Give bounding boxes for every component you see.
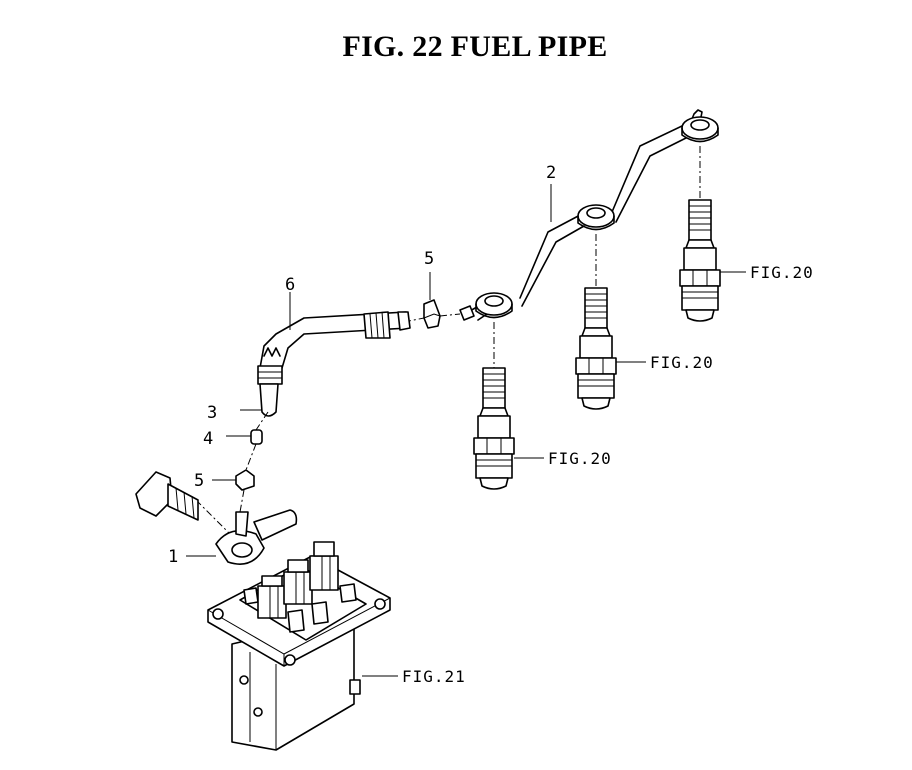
banjo-eye-right [681, 116, 719, 143]
injection-pump [207, 541, 398, 751]
nozzle-holder-middle: FIG.20 [575, 287, 714, 410]
callout-5-upper: 5 [424, 249, 434, 269]
fuel-pipe-assembly [459, 109, 719, 321]
sleeve [226, 429, 263, 445]
nozzle-holder-right: FIG.20 [679, 199, 814, 322]
banjo-eye-left [475, 292, 513, 319]
clip-lower [212, 469, 255, 491]
callout-2: 2 [546, 163, 556, 183]
clip-upper [423, 272, 441, 329]
callout-1: 1 [168, 547, 178, 567]
leak-off-pipe [257, 292, 411, 385]
nozzle-holder-left: FIG.20 [473, 367, 612, 490]
ref-nozzle-middle: FIG.20 [650, 353, 714, 372]
hose [240, 383, 279, 417]
ref-injection-pump: FIG.21 [402, 667, 466, 686]
ref-nozzle-left: FIG.20 [548, 449, 612, 468]
banjo-eye-middle [577, 204, 615, 231]
banjo-bolt [135, 471, 199, 521]
ref-nozzle-right: FIG.20 [750, 263, 814, 282]
callout-5-lower: 5 [194, 471, 204, 491]
callout-6: 6 [285, 275, 295, 295]
banjo-fitting [186, 509, 298, 565]
callout-3: 3 [207, 403, 217, 423]
callout-4: 4 [203, 429, 213, 449]
figure-title: FIG. 22 FUEL PIPE [342, 30, 608, 63]
